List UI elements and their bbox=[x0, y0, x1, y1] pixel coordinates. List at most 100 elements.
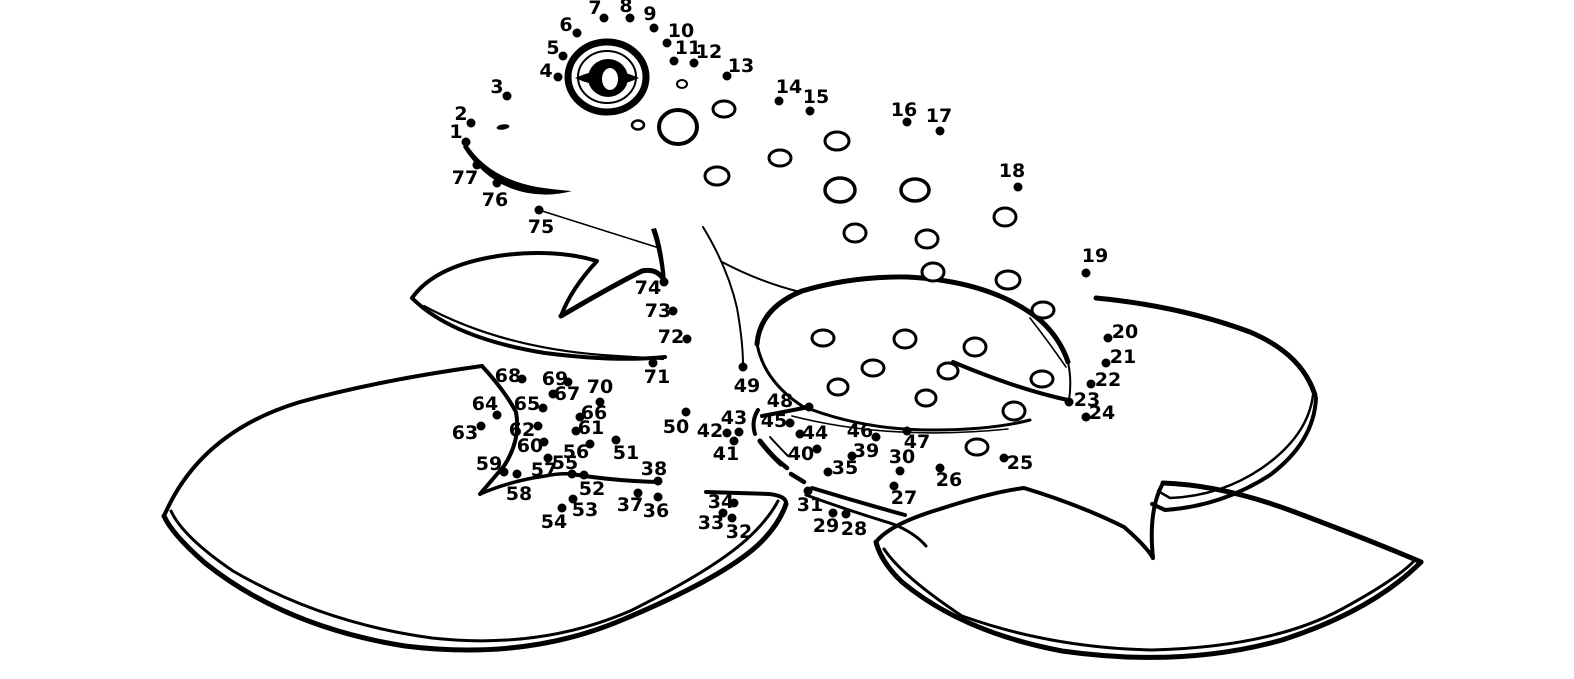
dot-45[interactable] bbox=[785, 418, 795, 428]
dot-37[interactable] bbox=[633, 488, 643, 498]
dot-label-16: 16 bbox=[891, 99, 917, 121]
dot-29[interactable] bbox=[828, 508, 838, 518]
dot-label-38: 38 bbox=[641, 458, 667, 480]
dot-11[interactable] bbox=[669, 56, 679, 66]
dot-58[interactable] bbox=[512, 469, 522, 479]
dot-label-27: 27 bbox=[891, 487, 917, 509]
dot-14[interactable] bbox=[774, 96, 784, 106]
dot-8[interactable] bbox=[625, 13, 635, 23]
dot-53[interactable] bbox=[568, 494, 578, 504]
dot-2[interactable] bbox=[466, 118, 476, 128]
dot-9[interactable] bbox=[649, 23, 659, 33]
dot-13[interactable] bbox=[722, 71, 732, 81]
dot-38[interactable] bbox=[653, 476, 663, 486]
dot-5[interactable] bbox=[558, 51, 568, 61]
dot-23[interactable] bbox=[1064, 397, 1074, 407]
dot-3[interactable] bbox=[502, 91, 512, 101]
dot-30[interactable] bbox=[895, 466, 905, 476]
dot-57[interactable] bbox=[543, 453, 553, 463]
dot-10[interactable] bbox=[662, 38, 672, 48]
dot-28[interactable] bbox=[841, 509, 851, 519]
dot-26[interactable] bbox=[935, 463, 945, 473]
frog-spot bbox=[1029, 369, 1055, 389]
dot-label-29: 29 bbox=[813, 515, 839, 537]
dot-60[interactable] bbox=[539, 437, 549, 447]
dot-label-53: 53 bbox=[572, 499, 598, 521]
dot-25[interactable] bbox=[999, 453, 1009, 463]
dot-46[interactable] bbox=[871, 432, 881, 442]
dot-70[interactable] bbox=[595, 397, 605, 407]
dot-label-5: 5 bbox=[546, 37, 559, 59]
dot-71[interactable] bbox=[648, 358, 658, 368]
frog-spot bbox=[964, 437, 990, 457]
frog-arm bbox=[538, 209, 666, 281]
dot-77[interactable] bbox=[472, 160, 482, 170]
dot-69[interactable] bbox=[563, 377, 573, 387]
dot-75[interactable] bbox=[534, 205, 544, 215]
dot-76[interactable] bbox=[492, 178, 502, 188]
dot-18[interactable] bbox=[1013, 182, 1023, 192]
leg-dash-1 bbox=[773, 456, 790, 471]
dot-label-62: 62 bbox=[509, 419, 535, 441]
dot-43[interactable] bbox=[734, 427, 744, 437]
dot-20[interactable] bbox=[1103, 333, 1113, 343]
dot-51[interactable] bbox=[611, 435, 621, 445]
pad-spotted-bottom-edge bbox=[755, 342, 1032, 432]
dot-24[interactable] bbox=[1081, 412, 1091, 422]
dot-63[interactable] bbox=[476, 421, 486, 431]
dot-31[interactable] bbox=[803, 486, 813, 496]
dot-64[interactable] bbox=[492, 410, 502, 420]
dot-50[interactable] bbox=[681, 407, 691, 417]
dot-59[interactable] bbox=[499, 467, 509, 477]
dot-label-50: 50 bbox=[663, 416, 689, 438]
pad-spotted-right-tip bbox=[1067, 361, 1072, 401]
pad-left-notch-edge bbox=[478, 364, 520, 496]
dot-62[interactable] bbox=[533, 421, 543, 431]
dot-label-76: 76 bbox=[482, 189, 508, 211]
dot-36[interactable] bbox=[653, 492, 663, 502]
dot-42[interactable] bbox=[722, 428, 732, 438]
dot-7[interactable] bbox=[599, 13, 609, 23]
dot-74[interactable] bbox=[659, 277, 669, 287]
dot-49[interactable] bbox=[738, 362, 748, 372]
dot-22[interactable] bbox=[1086, 379, 1096, 389]
dot-label-23: 23 bbox=[1074, 389, 1100, 411]
dot-label-22: 22 bbox=[1095, 369, 1121, 391]
mouth-curve bbox=[463, 143, 572, 195]
dot-35[interactable] bbox=[823, 467, 833, 477]
dot-67[interactable] bbox=[548, 389, 558, 399]
dot-39[interactable] bbox=[847, 451, 857, 461]
dot-68[interactable] bbox=[517, 374, 527, 384]
dot-4[interactable] bbox=[553, 72, 563, 82]
dot-6[interactable] bbox=[572, 28, 582, 38]
dot-label-63: 63 bbox=[452, 422, 478, 444]
dot-48[interactable] bbox=[804, 402, 814, 412]
dot-16[interactable] bbox=[902, 117, 912, 127]
dot-52[interactable] bbox=[579, 470, 589, 480]
dot-55[interactable] bbox=[567, 469, 577, 479]
dot-65[interactable] bbox=[538, 403, 548, 413]
dot-19[interactable] bbox=[1081, 268, 1091, 278]
dot-label-37: 37 bbox=[617, 494, 643, 516]
dot-17[interactable] bbox=[935, 126, 945, 136]
dot-41[interactable] bbox=[729, 436, 739, 446]
dot-34[interactable] bbox=[729, 498, 739, 508]
dot-1[interactable] bbox=[461, 137, 471, 147]
dot-47[interactable] bbox=[902, 426, 912, 436]
dot-61[interactable] bbox=[571, 426, 581, 436]
dot-32[interactable] bbox=[727, 513, 737, 523]
dot-40[interactable] bbox=[812, 444, 822, 454]
dot-73[interactable] bbox=[668, 306, 678, 316]
dot-27[interactable] bbox=[889, 481, 899, 491]
dot-44[interactable] bbox=[795, 429, 805, 439]
dot-15[interactable] bbox=[805, 106, 815, 116]
dot-54[interactable] bbox=[557, 503, 567, 513]
dot-12[interactable] bbox=[689, 58, 699, 68]
dot-33[interactable] bbox=[718, 508, 728, 518]
dot-56[interactable] bbox=[585, 439, 595, 449]
pad-left-top-edge bbox=[162, 364, 484, 518]
dot-label-40: 40 bbox=[788, 443, 814, 465]
dot-72[interactable] bbox=[682, 334, 692, 344]
dot-66[interactable] bbox=[575, 412, 585, 422]
dot-21[interactable] bbox=[1101, 358, 1111, 368]
